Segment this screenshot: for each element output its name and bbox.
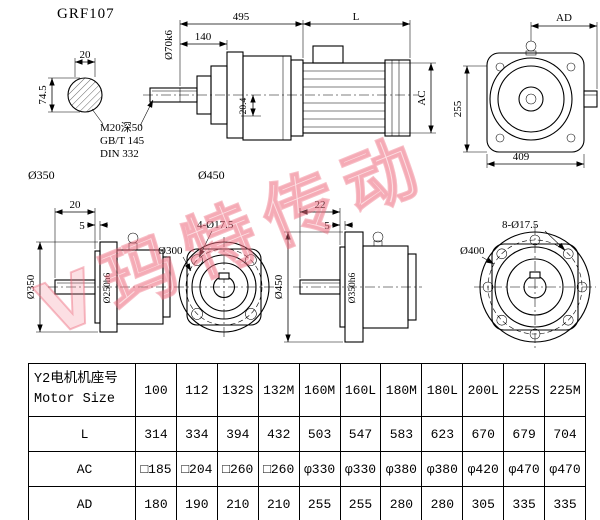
motor-size-col: 160M [298,363,341,417]
bolt-holes-label: 8-Ø17.5 [502,219,539,231]
motor-height-dim: AC [416,90,428,105]
spigot-depth-dim: 5 [324,220,330,232]
flange-450-side-view: 22 5 Ø450 Ø350h6 [273,199,422,343]
motor-size-col: 132S [216,363,259,417]
flange-450-front-view: 8-Ø17.5 Ø400 [460,219,596,349]
spigot-dia-dim: Ø250h6 [103,272,113,303]
flange-dia-dim: Ø450 [273,274,285,299]
key-height-dim: 20.4 [239,97,249,114]
flange-350-side-view: 20 5 Ø350 Ø250h6 [25,199,172,333]
dim-value: 335 [544,486,586,520]
bolt-holes-label: 4-Ø17.5 [197,219,234,231]
dim-value: 335 [503,486,546,520]
motor-size-col: 180M [380,363,423,417]
dim-value: 670 [462,416,505,452]
motor-size-col: 200L [462,363,505,417]
dim-value: 679 [503,416,546,452]
row-label: AC [28,451,136,487]
motor-size-col: 160L [339,363,382,417]
gearmotor-side-view: 495 L 140 Ø70k6 20.4 AC [143,11,436,141]
shaft-length-dim: 140 [195,31,212,43]
dim-value: 503 [298,416,341,452]
motor-size-col: 112 [175,363,218,417]
bolt-circle-dim: Ø400 [460,245,485,257]
dim-value: 314 [135,416,177,452]
dim-value: φ330 [339,451,382,487]
dim-value: 623 [421,416,464,452]
dim-value: 210 [216,486,259,520]
gearbox-length-dim: 495 [233,11,250,23]
dim-value: 180 [135,486,177,520]
standard-din-label: DIN 332 [100,148,139,160]
motor-size-col: 180L [421,363,464,417]
section-height-dim: 74.5 [37,85,49,105]
bolt-circle-dim: Ø300 [158,245,183,257]
dim-value: 432 [257,416,300,452]
key-width-dim: 20 [80,49,92,61]
dim-value: φ420 [462,451,505,487]
row-label: L [28,416,136,452]
dim-value: φ380 [421,451,464,487]
dim-value: 547 [339,416,382,452]
spigot-dia-dim: Ø350h6 [348,272,358,303]
technical-drawing: 20 74.5 M20深50 GB/T 145 DIN 332 [25,11,598,349]
motor-size-col: 100 [135,363,177,417]
dim-value: □204 [175,451,218,487]
shaft-ext-dim: 20 [70,199,82,211]
dim-value: φ470 [503,451,546,487]
dim-value: 255 [298,486,341,520]
flange-350-front-view: 4-Ø17.5 Ø300 [158,219,274,337]
motor-length-dim: L [353,11,360,23]
dim-value: 334 [175,416,218,452]
drawing-title: GRF107 [57,6,115,22]
flange-450-title: Ø450 [198,168,225,182]
base-width-dim: 409 [513,151,530,163]
dim-value: 280 [380,486,423,520]
motor-size-col: 132M [257,363,300,417]
dim-value: 190 [175,486,218,520]
dim-value: φ380 [380,451,423,487]
dim-value: φ470 [544,451,586,487]
flange-350-title: Ø350 [28,168,55,182]
spigot-depth-dim: 5 [79,220,85,232]
dim-value: 394 [216,416,259,452]
motor-width-dim: AD [556,12,572,24]
shaft-ext-dim: 22 [315,199,326,211]
dim-value: 210 [257,486,300,520]
dim-value: 305 [462,486,505,520]
dim-value: □260 [257,451,300,487]
motor-size-col: 225S [503,363,546,417]
dim-value: 583 [380,416,423,452]
row-label: AD [28,486,136,520]
dim-value: 704 [544,416,586,452]
rear-height-dim: 255 [452,100,464,117]
dim-value: φ330 [298,451,341,487]
motor-size-col: 225M [544,363,586,417]
dim-value: 280 [421,486,464,520]
shaft-section-view: 20 74.5 M20深50 GB/T 145 DIN 332 [37,49,154,160]
dim-value: 255 [339,486,382,520]
dim-value: □260 [216,451,259,487]
shaft-diameter-dim: Ø70k6 [163,30,175,60]
dim-value: □185 [135,451,177,487]
tapped-hole-label: M20深50 [100,121,143,134]
rear-view: AD 255 409 [452,12,598,168]
flange-dia-dim: Ø350 [25,274,37,299]
standard-gbt-label: GB/T 145 [100,135,145,147]
